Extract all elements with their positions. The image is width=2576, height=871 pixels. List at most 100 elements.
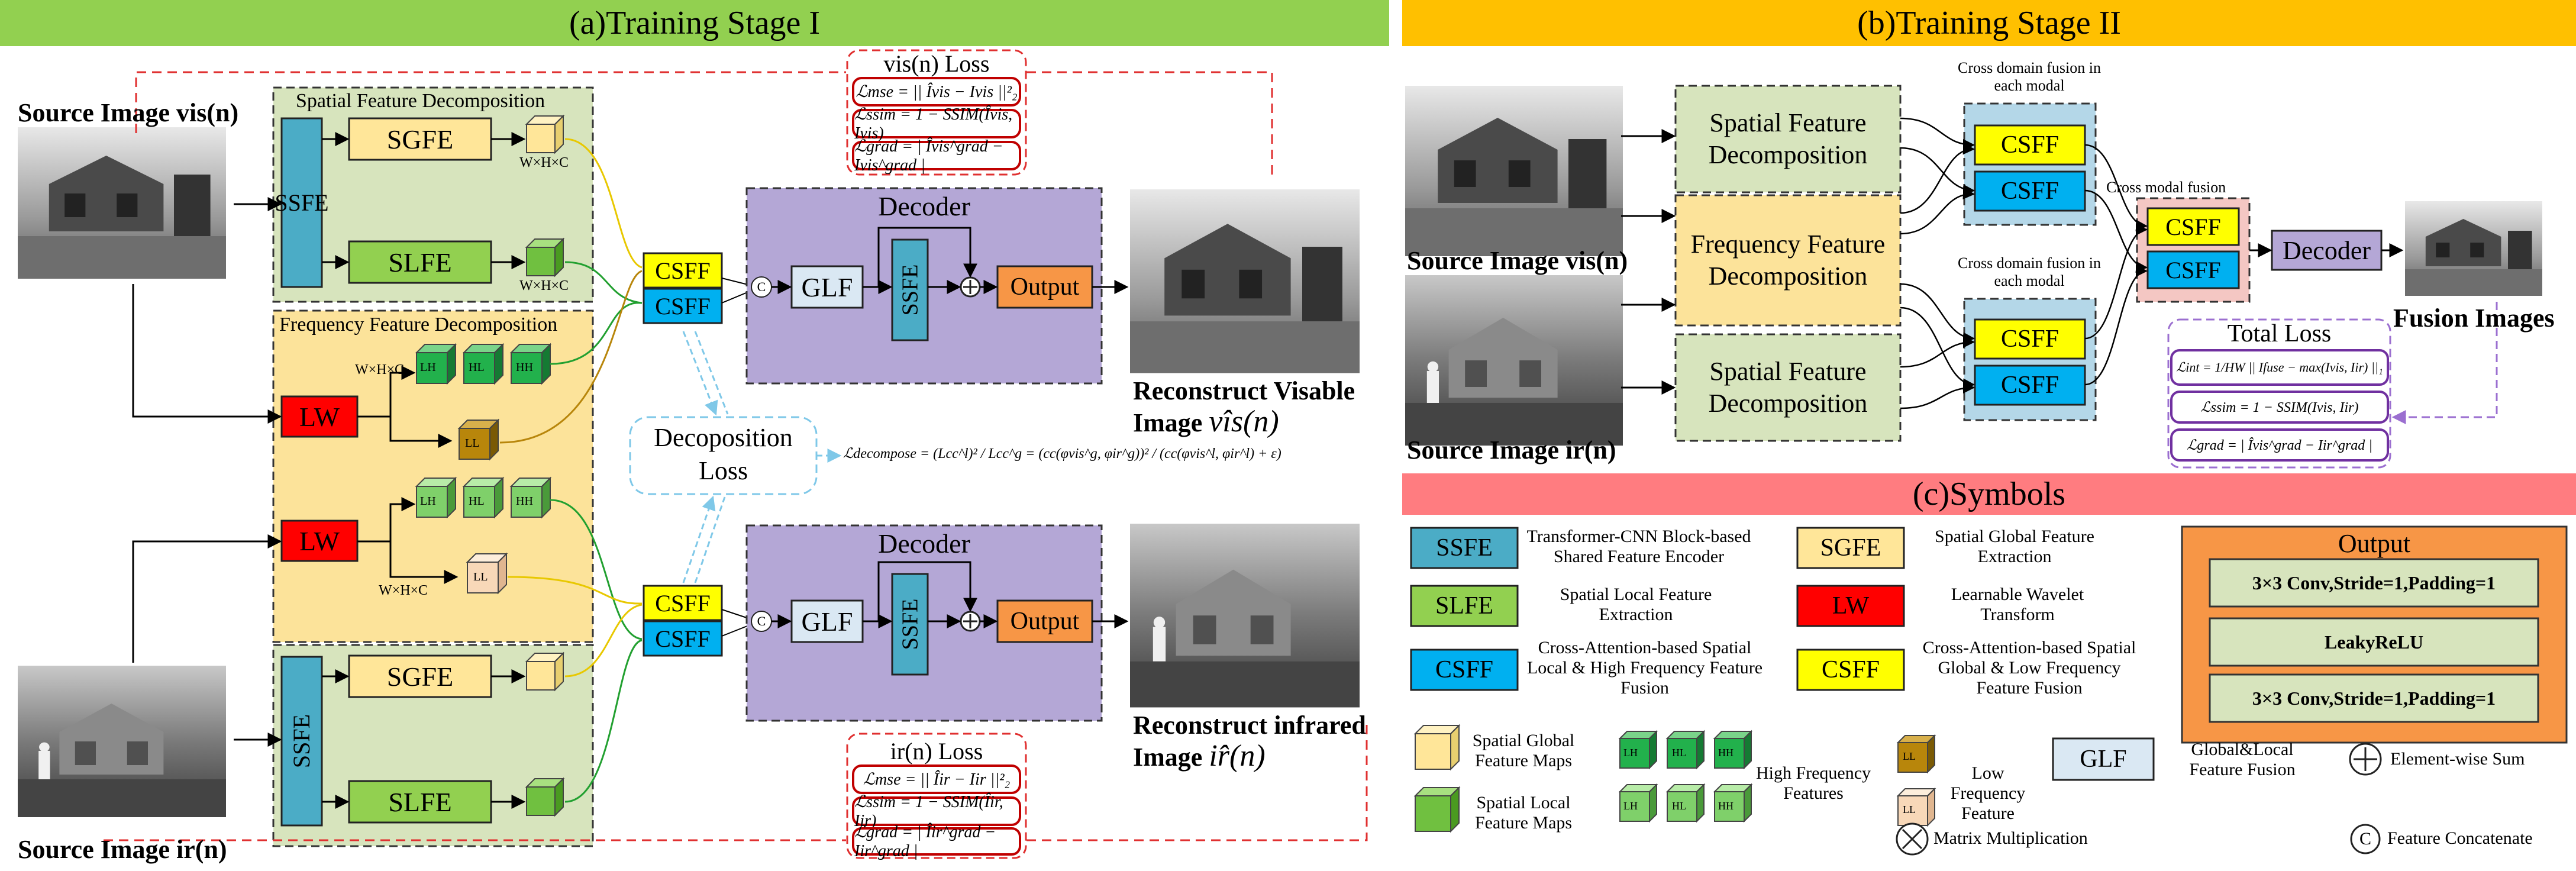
source-vis-label: Source Image vis(n) (18, 98, 239, 127)
lh-top: LH (420, 361, 436, 374)
total-loss-int: ℒint = 1/HW || Ifuse − max(Ivis, Iir) ||… (2170, 349, 2389, 386)
legend-hh-2: HH (1718, 800, 1734, 812)
sg-cube-top (525, 114, 565, 154)
sym-sgfe-desc: Spatial Global Feature Extraction (1935, 527, 2094, 566)
legend-hf-cubes (1618, 730, 1753, 823)
ll-cube-top (457, 418, 500, 461)
stage2-source-vis-label: Source Image vis(n) (1407, 246, 1628, 275)
legend-hl-2: HL (1672, 800, 1686, 812)
stage2-csff-modal-1: CSFF (2165, 213, 2221, 240)
total-loss-grad: ℒgrad = | Îvis^grad − Iir^grad | (2170, 428, 2389, 462)
vis-loss-mse: ℒmse = || Îvis − Ivis ||²₂ (852, 77, 1021, 107)
spatial-local-maps-label: Spatial Local Feature Maps (1474, 793, 1573, 833)
csff-blue-top: CSFF (655, 292, 711, 320)
decoder-title-top: Decoder (878, 191, 970, 221)
glf-bottom: GLF (801, 606, 853, 637)
csff-yellow-top: CSFF (655, 257, 711, 284)
recon-ir-label: Reconstruct infrared Image ir̂(n) (1133, 711, 1366, 773)
stage2-csff-4: CSFF (2000, 372, 2059, 399)
source-ir-image (18, 666, 226, 817)
decoder-ssfe-bottom: SSFE (898, 598, 922, 650)
legend-ll-2: LL (1903, 804, 1916, 815)
cross-domain-label-2: Cross domain fusion in each modal (1958, 254, 2101, 289)
ll-bottom: LL (473, 570, 488, 583)
hl-top: HL (469, 361, 485, 374)
whc-label-freq-bottom: W×H×C (379, 583, 428, 598)
stage1-banner: (a)Training Stage I (0, 0, 1389, 46)
total-loss-title: Total Loss (2227, 320, 2332, 347)
concat-label: Feature Concatenate (2387, 828, 2533, 848)
whc-label-mid: W×H×C (519, 278, 569, 293)
legend-sg-cube (1413, 724, 1461, 771)
legend-hh: HH (1718, 747, 1734, 759)
csff-yellow-bottom: CSFF (655, 589, 711, 617)
fusion-label: Fusion Images (2393, 304, 2555, 333)
vis-loss-grad: ℒgrad = | Îvis^grad − Ivis^grad | (852, 137, 1021, 175)
hf-cubes-top (415, 343, 552, 385)
ll-cube-bottom (466, 552, 508, 595)
stage2-spatial-top: Spatial Feature Decomposition (1708, 108, 1868, 169)
output-layer-2: LeakyReLU (2324, 631, 2424, 653)
freq-decomp-title: Frequency Feature Decomposition (279, 314, 558, 336)
legend-ll: LL (1903, 750, 1916, 762)
low-freq-label: Low Frequency Feature (1950, 763, 2026, 823)
ir-loss-mse: ℒmse = || Îir − Iir ||²₂ (852, 764, 1021, 794)
hh-top: HH (516, 361, 533, 374)
stage2-decoder: Decoder (2282, 236, 2371, 265)
sym-csff-blue-desc: Cross-Attention-based Spatial Local & Hi… (1526, 638, 1763, 698)
sym-csff-yellow-desc: Cross-Attention-based Spatial Global & L… (1922, 638, 2136, 698)
matrix-mult-label: Matrix Multiplication (1933, 828, 2088, 848)
stage2-vis-image (1405, 86, 1623, 256)
lh-bottom: LH (420, 495, 436, 508)
stage2-csff-1: CSFF (2000, 131, 2059, 159)
cross-domain-label-1: Cross domain fusion in each modal (1958, 59, 2101, 94)
legend-hl: HL (1672, 747, 1686, 759)
stage2-csff-2: CSFF (2000, 178, 2059, 205)
glf-top: GLF (801, 272, 853, 302)
sg-cube-bottom (525, 651, 565, 692)
symbols-banner: (c)Symbols (1402, 473, 2576, 515)
sym-sgfe: SGFE (1820, 534, 1881, 562)
legend-sl-cube (1413, 786, 1461, 833)
hf-cubes-bottom (415, 476, 552, 519)
lw-top: LW (299, 401, 340, 432)
stage2-spatial-bottom: Spatial Feature Decomposition (1708, 357, 1868, 418)
high-freq-label: High Frequency Features (1755, 763, 1871, 803)
decoder-title-bottom: Decoder (878, 528, 970, 559)
legend-lh-2: LH (1623, 800, 1638, 812)
sl-cube-top (525, 237, 565, 278)
sym-csff-yellow: CSFF (1821, 656, 1880, 683)
decoder-ssfe-top: SSFE (898, 264, 922, 316)
sym-glf: GLF (2080, 746, 2127, 773)
legend-lh: LH (1623, 747, 1638, 759)
sym-slfe-desc: Spatial Local Feature Extraction (1560, 585, 1712, 624)
output-layer-1: 3×3 Conv,Stride=1,Padding=1 (2252, 572, 2496, 593)
total-loss-ssim: ℒssim = 1 − SSIM(Ivis, Iir) (2170, 391, 2389, 424)
stage2-banner: (b)Training Stage II (1402, 0, 2576, 46)
stage2-ir-image (1405, 275, 1623, 446)
ssfe-bottom: SSFE (288, 714, 315, 769)
element-sum-label: Element-wise Sum (2390, 749, 2525, 769)
stage2-csff-modal-2: CSFF (2165, 256, 2221, 283)
slfe-top: SLFE (388, 247, 452, 278)
output-layer-3: 3×3 Conv,Stride=1,Padding=1 (2252, 687, 2496, 709)
decomp-loss-label: Decoposition Loss (654, 423, 793, 485)
legend-lf-cubes (1896, 734, 1936, 827)
source-vis-image (18, 127, 226, 279)
sym-lw: LW (1832, 592, 1870, 620)
ll-top: LL (465, 437, 480, 450)
concat-bottom: C (757, 614, 766, 628)
stage2-csff-3: CSFF (2000, 325, 2059, 353)
vis-loss-title: vis(n) Loss (883, 50, 990, 77)
glf-desc: Global&Local Feature Fusion (2189, 740, 2296, 779)
sl-cube-bottom (525, 777, 565, 817)
hl-bottom: HL (469, 495, 485, 508)
vis-loss-ssim: ℒssim = 1 − SSIM(Îvis, Ivis) (852, 105, 1021, 143)
spatial-global-maps-label: Spatial Global Feature Maps (1472, 731, 1575, 770)
ir-loss-grad: ℒgrad = | Îir^grad − Iir^grad | (852, 823, 1021, 860)
lw-bottom: LW (299, 525, 340, 556)
output-bottom: Output (1010, 608, 1080, 635)
sym-lw-desc: Learnable Wavelet Transform (1951, 585, 2084, 624)
slfe-bottom: SLFE (388, 786, 452, 817)
recon-ir-image (1130, 524, 1360, 708)
